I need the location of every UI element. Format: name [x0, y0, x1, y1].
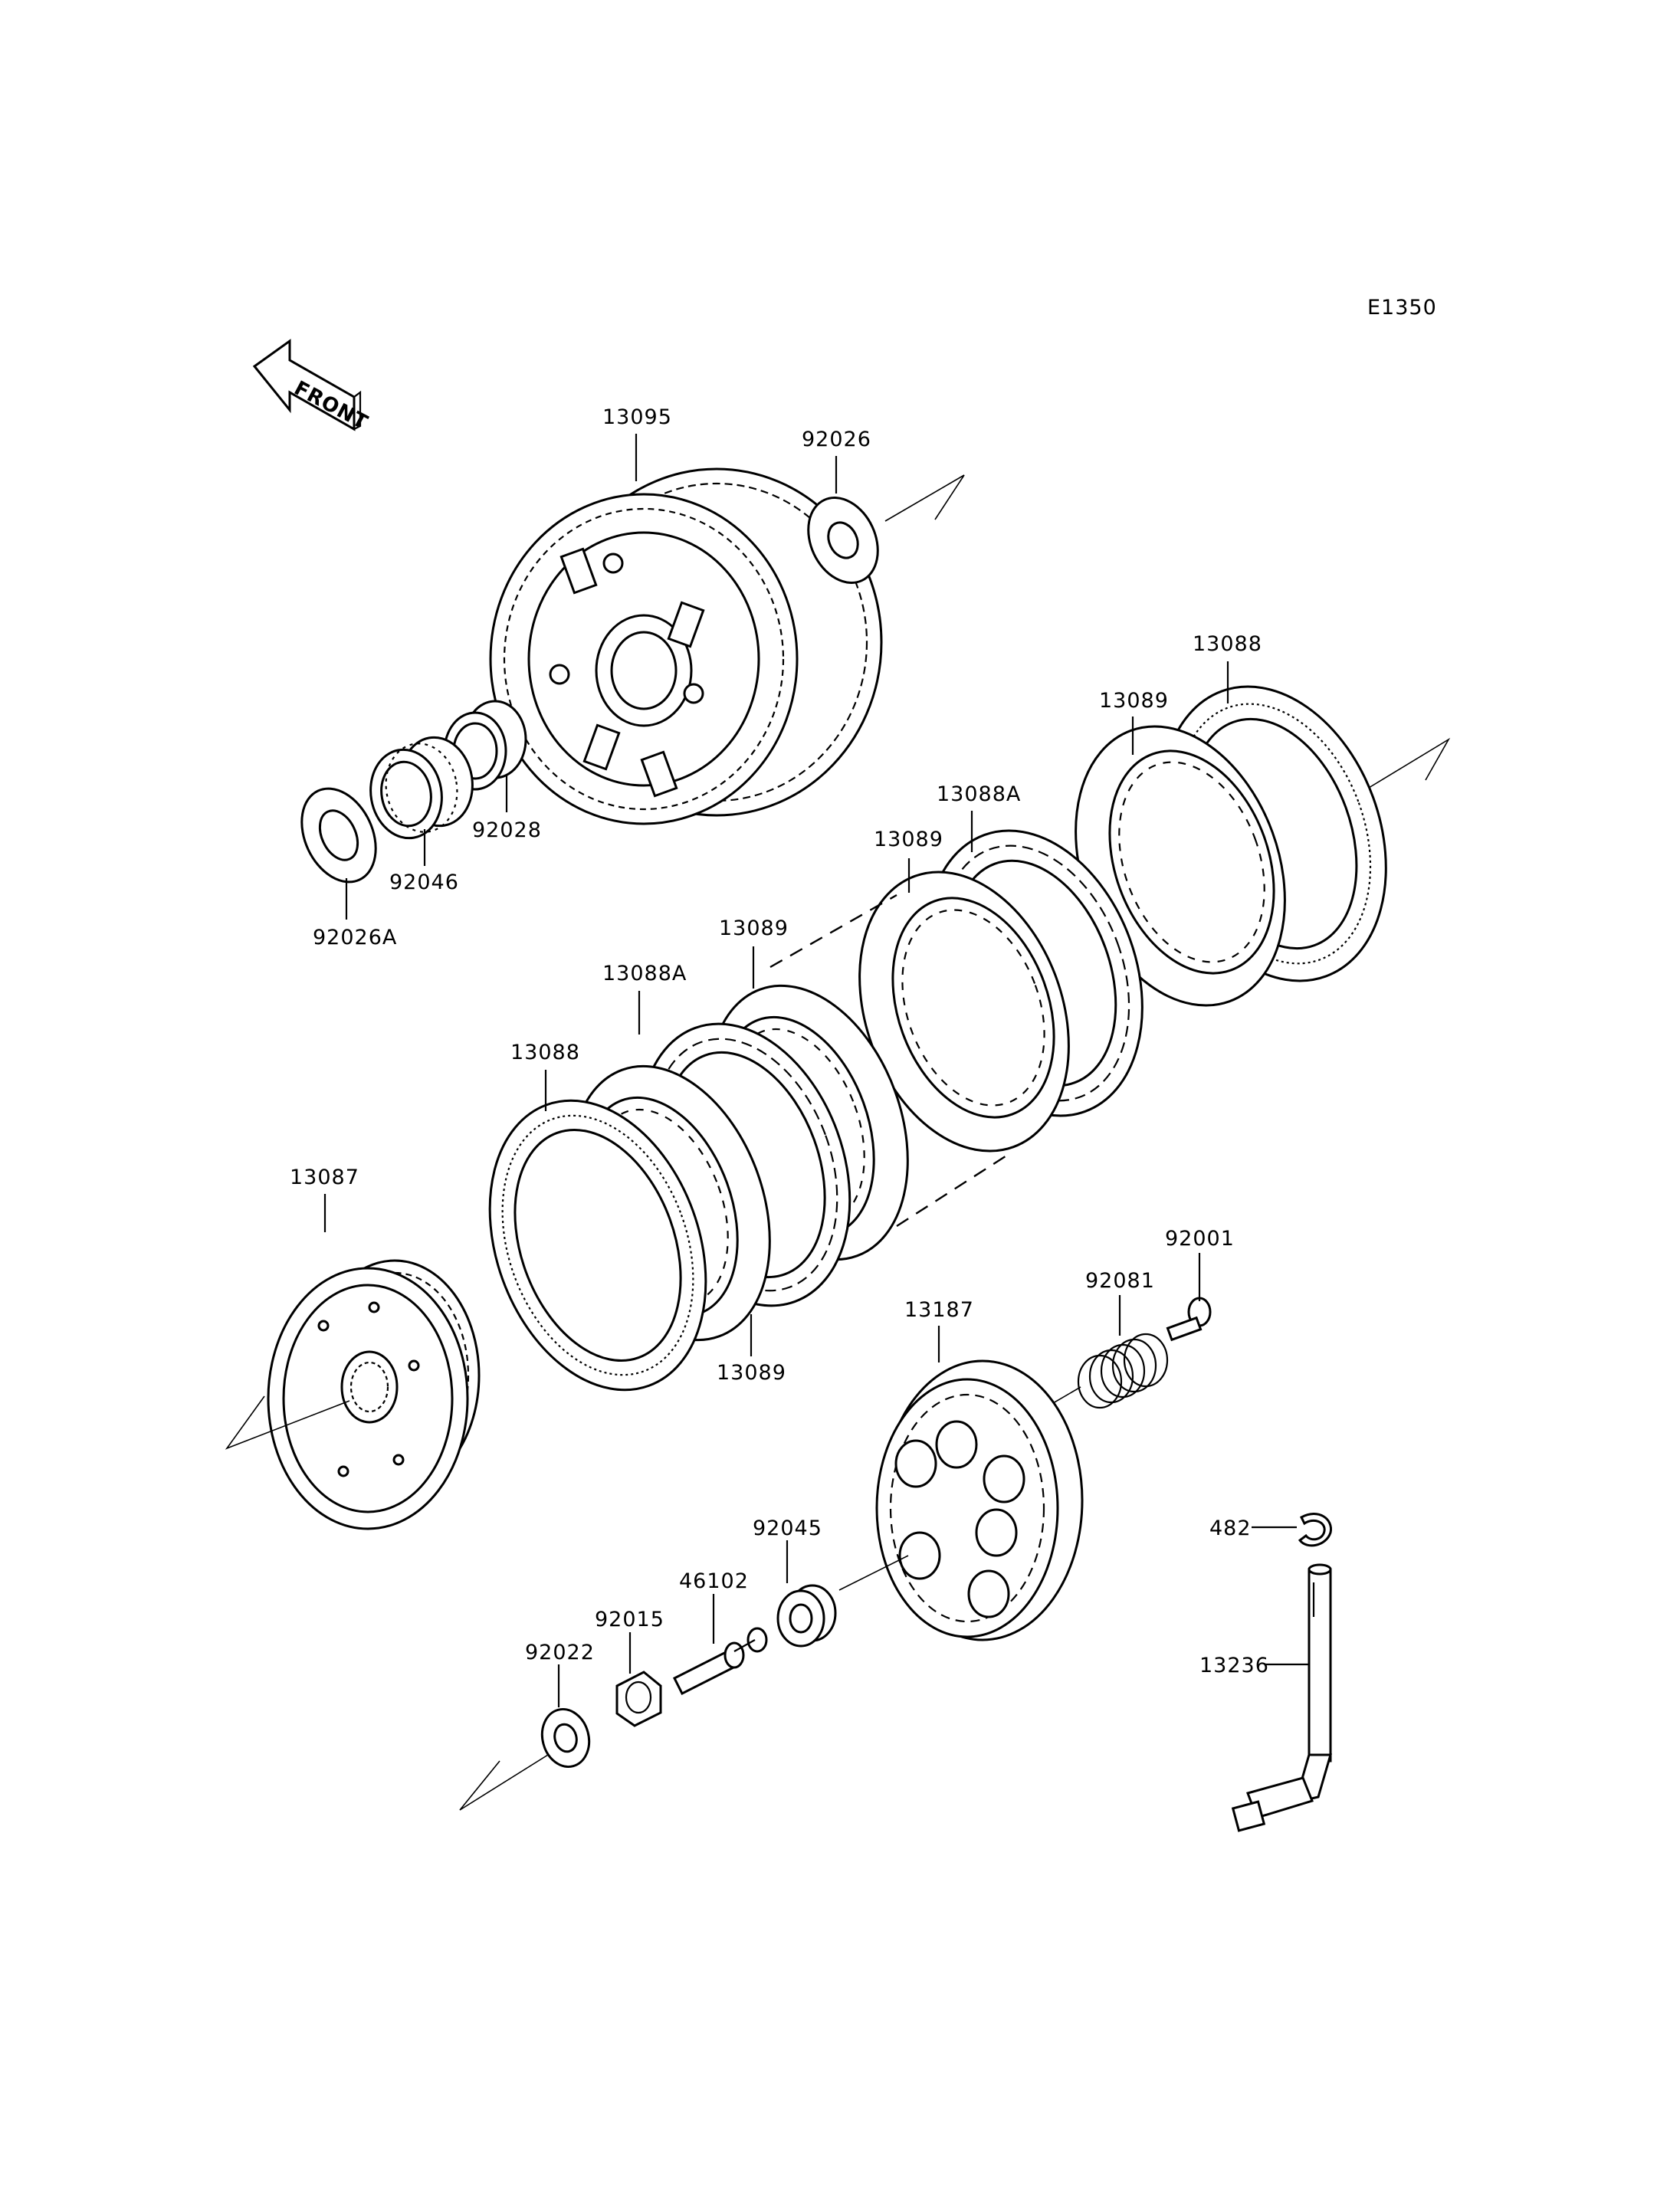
label-13187: 13187 [904, 1298, 974, 1322]
thrust-washer-92026A [300, 787, 377, 884]
label-92026A: 92026A [313, 926, 397, 949]
label-92045: 92045 [753, 1517, 822, 1540]
ball-bearing-92045 [776, 1584, 837, 1648]
label-13089-top: 13089 [1099, 689, 1169, 713]
label-13088A-top: 13088A [937, 782, 1021, 806]
label-13089-mid: 13089 [874, 828, 943, 851]
needle-bearing-92046 [369, 736, 474, 840]
label-92046: 92046 [389, 871, 459, 894]
nut-92015 [615, 1671, 662, 1727]
clutch-hub-13087 [267, 1259, 481, 1530]
label-92022: 92022 [525, 1641, 595, 1664]
label-92026: 92026 [802, 428, 871, 451]
steel-plate-13089-mid [858, 871, 1070, 1153]
diagram-code: E1350 [1367, 296, 1437, 320]
washer-92022 [540, 1707, 591, 1769]
label-46102: 46102 [679, 1569, 749, 1593]
label-13236: 13236 [1199, 1654, 1269, 1677]
front-arrow-icon: FRONT [252, 339, 372, 434]
bolt-92001 [1166, 1297, 1212, 1342]
pressure-plate-13187 [875, 1359, 1084, 1641]
label-482: 482 [1209, 1517, 1252, 1540]
label-92001: 92001 [1165, 1227, 1235, 1251]
label-13089-left: 13089 [719, 917, 789, 940]
label-13088-top: 13088 [1193, 632, 1262, 656]
push-rod-46102 [672, 1627, 768, 1696]
label-13088A-left: 13088A [602, 962, 687, 985]
release-shaft-13236 [1231, 1563, 1332, 1832]
friction-plate-13088-left [488, 1099, 707, 1392]
label-13087: 13087 [290, 1166, 359, 1189]
label-13089-bottom: 13089 [717, 1361, 786, 1385]
label-13095: 13095 [602, 405, 672, 429]
clutch-spring-92081 [1077, 1333, 1169, 1409]
label-92028: 92028 [472, 818, 542, 842]
clutch-housing-13095 [489, 467, 883, 825]
label-92015: 92015 [595, 1608, 664, 1631]
label-13088-left: 13088 [510, 1041, 580, 1064]
circlip-482 [1298, 1513, 1332, 1547]
thrust-washer-92026 [807, 497, 879, 584]
label-92081: 92081 [1085, 1269, 1155, 1293]
